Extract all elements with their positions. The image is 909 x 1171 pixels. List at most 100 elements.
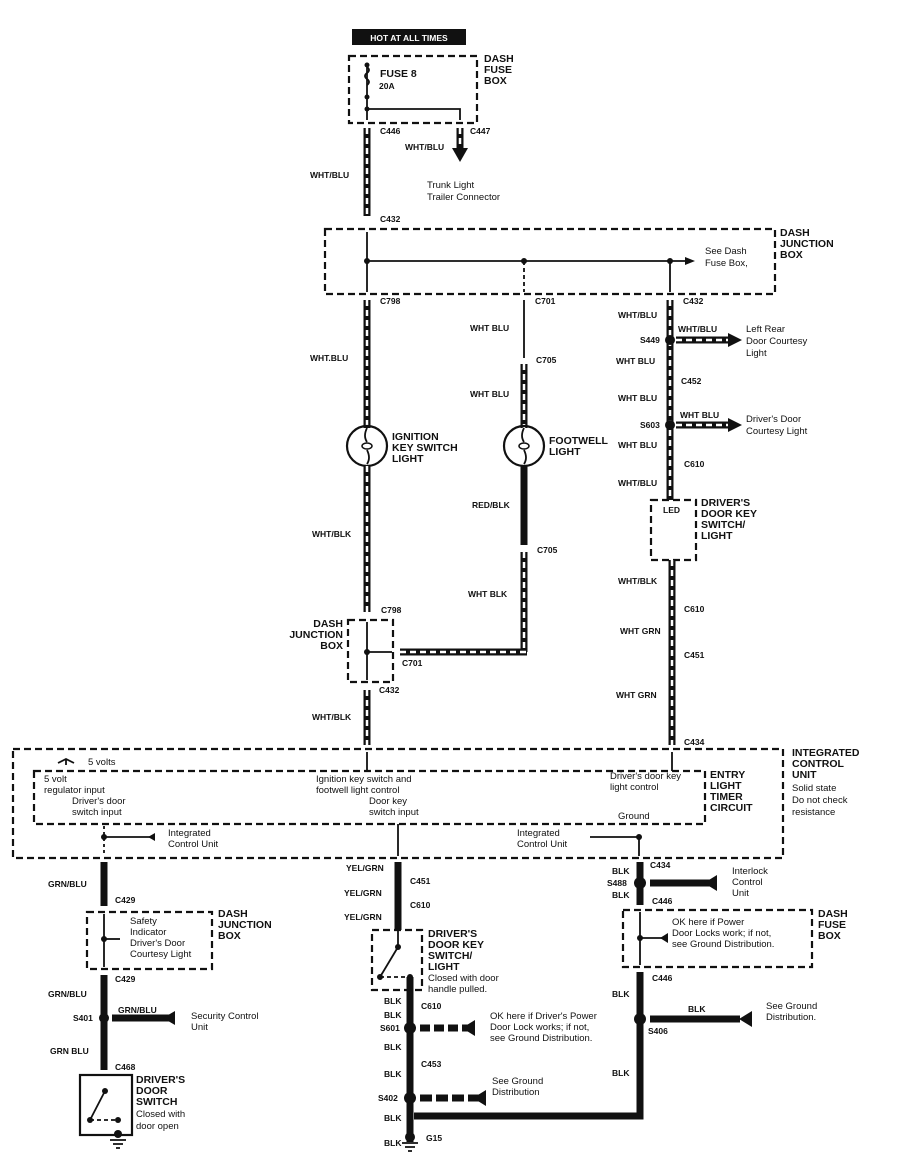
wire-color-label: GRN/BLU — [48, 989, 87, 999]
box-label: BOX — [780, 249, 803, 261]
box-label: UNIT — [792, 769, 817, 781]
icu-label: Integrated — [168, 828, 211, 839]
connector-label: C432 — [379, 685, 400, 695]
wire-color-label: BLK — [384, 1042, 402, 1052]
connector-label: C610 — [410, 900, 431, 910]
connector-label: C446 — [652, 973, 673, 983]
wire-color-label: YEL/GRN — [344, 888, 382, 898]
connector-label: C453 — [421, 1059, 442, 1069]
destination-label: Security Control — [191, 1011, 259, 1022]
splice-s603 — [665, 420, 675, 430]
connector-label: G15 — [426, 1133, 442, 1143]
component-label: DOOR KEY — [428, 939, 484, 951]
dash-junction-box-left: DASH JUNCTION BOX Safety Indicator Drive… — [85, 908, 272, 971]
icu-label: Driver's door key — [610, 771, 681, 782]
box-note: OK here if Power — [672, 917, 744, 928]
wire-color-label: WHT BLK — [468, 589, 508, 599]
destination-label: Interlock — [732, 866, 768, 877]
wire-color-label: BLK — [384, 996, 402, 1006]
wire-color-label: WHT GRN — [620, 626, 661, 636]
box-label: DASH — [484, 53, 514, 65]
connector-end-icon — [704, 875, 717, 891]
wire-color-label: BLK — [384, 1138, 402, 1148]
splice-s601 — [404, 1022, 416, 1034]
icu-label: 5 volt — [44, 774, 67, 785]
destination-label: Distribution. — [766, 1012, 816, 1023]
splice-label: S603 — [640, 420, 660, 430]
icu-label: Integrated — [517, 828, 560, 839]
destination-label: See Ground — [492, 1076, 543, 1087]
destination-label: see Ground Distribution. — [490, 1033, 592, 1044]
box-label: ENTRY — [710, 769, 745, 781]
component-label: KEY SWITCH — [392, 442, 458, 454]
component-label: DOOR — [136, 1085, 168, 1097]
wire-color-label: GRN BLU — [50, 1046, 89, 1056]
box-note: See Dash — [705, 246, 747, 257]
wire-color-label: WHT/BLK — [312, 529, 352, 539]
connector-label: C451 — [410, 876, 431, 886]
connector-label: C452 — [681, 376, 702, 386]
dash-junction-box-mid: DASH JUNCTION BOX — [289, 618, 395, 684]
wire-color-label: WHT BLU — [618, 440, 657, 450]
destination-label: Courtesy Light — [746, 426, 808, 437]
connector-end-icon — [473, 1090, 486, 1106]
icu-label: 5 volts — [88, 757, 116, 768]
wire-color-label: BLK — [612, 866, 630, 876]
hot-at-all-times-badge — [352, 29, 466, 45]
drivers-door-switch: DRIVER'S DOOR SWITCH Closed with door op… — [78, 1073, 185, 1149]
box-label: JUNCTION — [289, 629, 343, 641]
box-note: resistance — [792, 807, 835, 818]
box-label: CIRCUIT — [710, 802, 753, 814]
wire-color-label: WHT BLU — [470, 323, 509, 333]
box-note: Courtesy Light — [130, 949, 192, 960]
destination-label: Control — [732, 877, 763, 888]
wire-color-label: GRN/BLU — [48, 879, 87, 889]
component-note: door open — [136, 1121, 179, 1132]
connector-label: C610 — [684, 604, 705, 614]
ground-icon — [402, 1142, 418, 1152]
wire-color-label: WHT/BLU — [618, 478, 657, 488]
icu-label: Control Unit — [517, 839, 568, 850]
connector-label: C432 — [380, 214, 401, 224]
box-label: DASH — [313, 618, 343, 630]
connector-end-icon — [462, 1020, 475, 1036]
box-label: DASH — [780, 227, 810, 239]
connector-label: C446 — [380, 126, 401, 136]
wire-color-label: WHT BLU — [616, 356, 655, 366]
wire-color-label: BLK — [384, 1069, 402, 1079]
wire-color-label: BLK — [612, 890, 630, 900]
connector-label: C798 — [380, 296, 401, 306]
splice-label: S402 — [378, 1093, 398, 1103]
box-label: DASH — [218, 908, 248, 920]
box-note: Indicator — [130, 927, 166, 938]
dash-fuse-box-top: DASH FUSE BOX FUSE 8 20A — [347, 53, 514, 125]
arrow-icon — [728, 418, 742, 432]
wire-color-label: WHT/BLU — [310, 170, 349, 180]
dash-junction-box-top: DASH JUNCTION BOX See Dash Fuse Box, — [323, 227, 834, 296]
component-label: IGNITION — [392, 431, 439, 443]
destination-label: Light — [746, 348, 767, 359]
connector-label: C468 — [115, 1062, 136, 1072]
drivers-door-key-switch-light-led: LED DRIVER'S DOOR KEY SWITCH/ LIGHT — [649, 497, 757, 562]
wire-color-label: WHT/BLK — [312, 712, 352, 722]
footwell-light: FOOTWELL LIGHT — [502, 424, 608, 468]
icu-label: regulator input — [44, 785, 105, 796]
destination-label: Left Rear — [746, 324, 785, 335]
component-label: SWITCH/ — [428, 950, 472, 962]
connector-label: C451 — [684, 650, 705, 660]
connector-end-icon — [739, 1011, 752, 1027]
icu-label: switch input — [369, 807, 419, 818]
icu-label: light control — [610, 782, 659, 793]
box-label: LIGHT — [710, 780, 742, 792]
icu-label: Driver's door — [72, 796, 126, 807]
box-note: see Ground Distribution. — [672, 939, 774, 950]
wire-color-label: BLK — [384, 1010, 402, 1020]
component-label: LIGHT — [549, 446, 581, 458]
wire-color-label: BLK — [384, 1113, 402, 1123]
component-note: handle pulled. — [428, 984, 487, 995]
destination-label: Unit — [191, 1022, 208, 1033]
splice-s449 — [665, 335, 675, 345]
wire-color-label: BLK — [612, 1068, 630, 1078]
icu-label: Ground — [618, 811, 650, 822]
component-label: LIGHT — [428, 961, 460, 973]
